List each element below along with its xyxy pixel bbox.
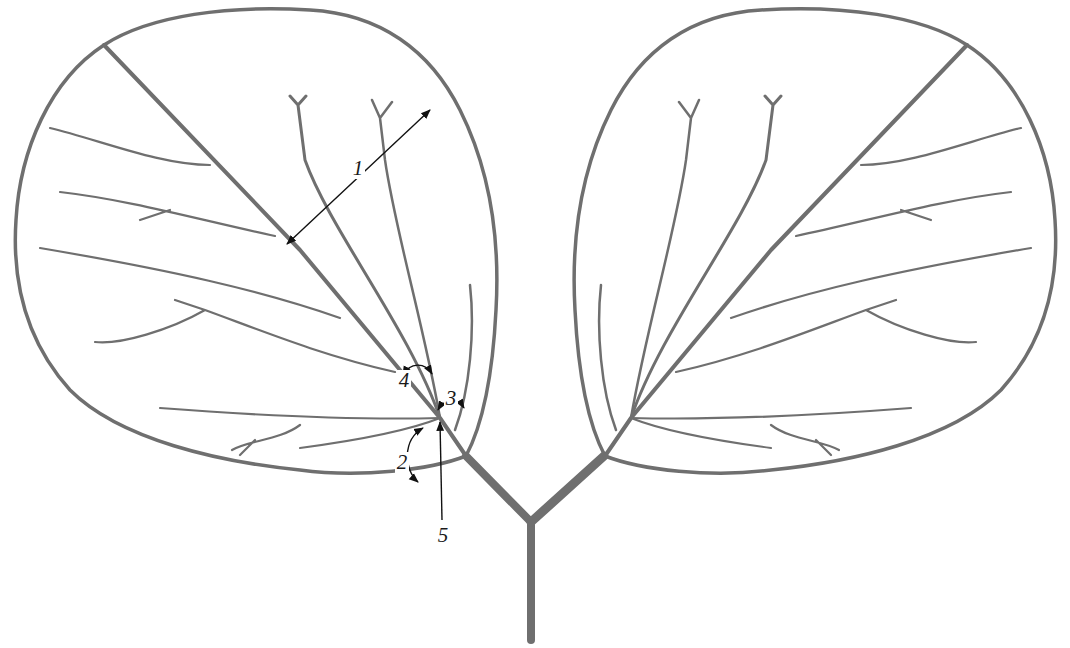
callout-number: 5 xyxy=(436,525,451,546)
leaflet xyxy=(15,9,497,473)
callout-lines xyxy=(287,110,464,520)
callout-number: 3 xyxy=(444,388,459,409)
callout-number: 1 xyxy=(351,158,366,179)
stem xyxy=(466,456,604,640)
callout-number: 4 xyxy=(397,370,412,391)
callout-number: 2 xyxy=(395,452,410,473)
leaflet xyxy=(574,9,1056,473)
